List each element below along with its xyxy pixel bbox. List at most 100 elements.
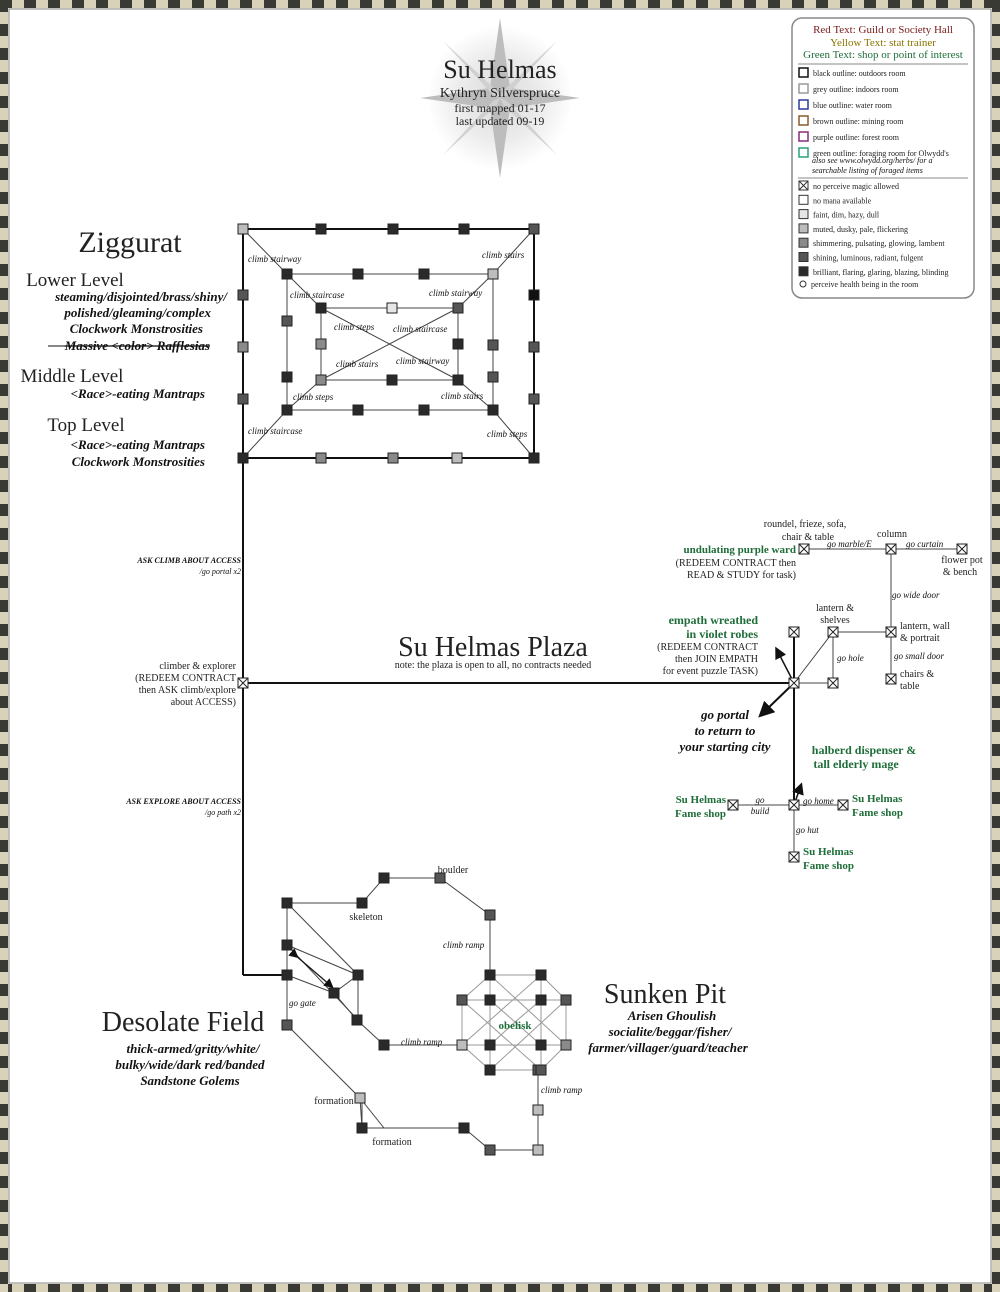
flower-pot-1: flower pot: [941, 555, 983, 566]
map-room: [484, 1064, 496, 1076]
ziggurat-lower-creature-1: steaming/disjointed/brass/shiny/: [54, 289, 228, 304]
go-hut-label: go hut: [796, 825, 819, 835]
legend-green: Green Text: shop or point of interest: [803, 49, 963, 61]
legend-fill-swatch: [798, 223, 809, 234]
field-creature-3: Sandstone Golems: [140, 1073, 239, 1088]
label-formation-2: formation: [372, 1137, 411, 1148]
map-room: [356, 1122, 368, 1134]
map-room: [456, 1039, 468, 1051]
label-go-gate: go gate: [289, 998, 316, 1008]
legend-outline-label: brown outline: mining room: [813, 117, 904, 126]
map-room: [352, 404, 364, 416]
legend-outline-label: black outline: outdoors room: [813, 69, 906, 78]
ward-1: undulating purple ward: [684, 544, 796, 556]
go-marble-label: go marble/E: [827, 539, 872, 549]
empath-2: in violet robes: [686, 627, 758, 641]
label-climb-ramp-2: climb ramp: [401, 1037, 443, 1047]
map-room: [386, 302, 398, 314]
chairs-table-1: chairs &: [900, 669, 934, 680]
title-block: Su Helmas Kythryn Silverspruce first map…: [440, 55, 560, 128]
ziggurat-top-creature-1: <Race>-eating Mantraps: [71, 437, 205, 452]
go-build-2: build: [751, 806, 770, 816]
legend-foraging-note-1: also see www.olwydd.org/herbs/ for a: [812, 156, 932, 165]
map-room: [418, 268, 430, 280]
fame-shop-left-2: Fame shop: [675, 808, 726, 820]
fame-shop-bottom-2: Fame shop: [803, 860, 854, 872]
legend-fill-label: shimmering, pulsating, glowing, lambent: [813, 239, 945, 248]
fame-shop-right-2: Fame shop: [852, 807, 903, 819]
rooms-layer: [237, 223, 968, 1156]
no-magic-cross-icon: [788, 851, 800, 863]
legend-fill-swatch: [798, 266, 809, 277]
label-climb-stairs-1: climb stairs: [482, 250, 525, 260]
no-magic-cross-icon: [788, 799, 800, 811]
map-room: [484, 969, 496, 981]
no-magic-cross-icon: [827, 677, 839, 689]
no-magic-cross-icon: [827, 626, 839, 638]
label-climb-ramp-3: climb ramp: [541, 1085, 583, 1095]
legend-fill-label: no mana available: [813, 196, 872, 205]
ward-3: READ & STUDY for task): [687, 570, 796, 581]
legend-fill-swatch: [798, 194, 809, 205]
ziggurat-middle-creature-1: <Race>-eating Mantraps: [71, 386, 205, 401]
ziggurat-middle-level: Middle Level: [21, 366, 124, 387]
map-room: [458, 1122, 470, 1134]
ziggurat-lower-creature-2: polished/gleaming/complex: [63, 305, 211, 320]
legend-outline-label: purple outline: forest room: [813, 133, 900, 142]
legend-outline-swatch: [798, 67, 809, 78]
map-room: [535, 969, 547, 981]
label-boulder: boulder: [438, 865, 469, 876]
pit-area: obelisk Sunken Pit Arisen Ghoulish socia…: [461, 974, 749, 1071]
no-magic-cross-icon: [885, 673, 897, 685]
map-room: [351, 1014, 363, 1026]
last-updated: last updated 09-19: [456, 114, 545, 128]
legend-outline-swatch: [798, 131, 809, 142]
roundel-1: roundel, frieze, sofa,: [764, 519, 846, 530]
map-room: [487, 339, 499, 351]
map-room: [484, 994, 496, 1006]
first-mapped: first mapped 01-17: [454, 101, 545, 115]
legend-outline-swatch: [798, 99, 809, 110]
map-room: [281, 315, 293, 327]
map-room: [237, 341, 249, 353]
lantern-shelves-2: shelves: [820, 615, 850, 626]
map-room: [452, 302, 464, 314]
map-room: [281, 897, 293, 909]
plaza-note: note: the plaza is open to all, no contr…: [395, 660, 592, 671]
map-room: [281, 404, 293, 416]
legend-outline-label: green outline: foraging room for Olwydd'…: [813, 149, 949, 158]
pit-obelisk: obelisk: [498, 1020, 532, 1032]
map-room: [535, 994, 547, 1006]
halberd-1: halberd dispenser &: [812, 743, 916, 757]
empath-5: for event puzzle TASK): [663, 666, 758, 677]
map-room: [281, 268, 293, 280]
ask-explore-label: ASK EXPLORE ABOUT ACCESS: [125, 797, 241, 806]
go-path-x2-label: /go path x2: [204, 808, 241, 817]
ziggurat-title: Ziggurat: [78, 226, 182, 259]
plaza-title: Su Helmas Plaza: [398, 632, 588, 663]
go-hole-label: go hole: [837, 653, 864, 663]
no-magic-cross-icon: [237, 677, 249, 689]
legend-yellow: Yellow Text: stat trainer: [830, 37, 936, 49]
label-climb-staircase-3: climb staircase: [248, 426, 302, 436]
map-room: [352, 268, 364, 280]
map-room: [560, 1039, 572, 1051]
portal-text-2: to return to: [695, 723, 756, 738]
label-climb-steps-2: climb steps: [293, 392, 334, 402]
map-room: [328, 987, 340, 999]
compass-rose-icon: [420, 18, 580, 178]
health-circle-icon: [799, 280, 807, 288]
climber-explorer-4: about ACCESS): [171, 697, 236, 708]
map-room: [452, 338, 464, 350]
halberd-2: tall elderly mage: [813, 757, 899, 771]
label-climb-stairway-2: climb stairway: [429, 288, 482, 298]
legend-fill-swatch: [798, 209, 809, 220]
map-room: [487, 404, 499, 416]
label-climb-ramp-1: climb ramp: [443, 940, 485, 950]
map-room: [528, 341, 540, 353]
ziggurat-lower-creature-3: Clockwork Monstrosities: [70, 321, 203, 336]
map-room: [281, 371, 293, 383]
map-room: [528, 452, 540, 464]
map-room: [451, 452, 463, 464]
map-room: [281, 969, 293, 981]
